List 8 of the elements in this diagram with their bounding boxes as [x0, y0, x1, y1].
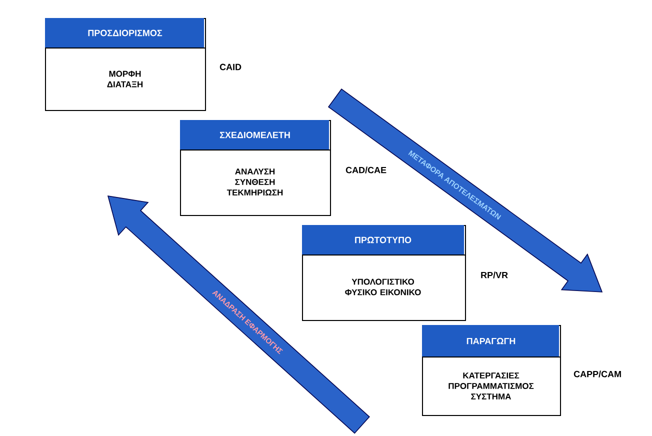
tool-label: RP/VR: [481, 272, 508, 278]
process-box: ΣΧΕΔΙΟΜΕΛΕΤΗ ΑΝΑΛΥΣΗ ΣΥΝΘΕΣΗ ΤΕΚΜΗΡΙΩΣΗ: [180, 120, 331, 216]
tool-label: CAD/CAE: [346, 166, 386, 174]
tool-label: CAID: [220, 64, 242, 70]
tool-label: CAPP/CAM: [574, 370, 621, 378]
process-box: ΠΡΟΣΔΙΟΡΙΣΜΟΣ ΜΟΡΦΗ ΔΙΑΤΑΞΗ: [44, 18, 206, 111]
process-box: ΠΑΡΑΓΩΓΗ ΚΑΤΕΡΓΑΣΙΕΣ ΠΡΟΓΡΑΜΜΑΤΙΣΜΟΣ ΣΥΣΤΗΜΑ: [422, 325, 561, 416]
process-box: ΠΡΩΤΟΤΥΠΟ ΥΠΟΛΟΓΙΣΤΙΚΟ ΦΥΣΙΚΟ ΕΙΚΟΝΙΚΟ: [302, 225, 466, 321]
